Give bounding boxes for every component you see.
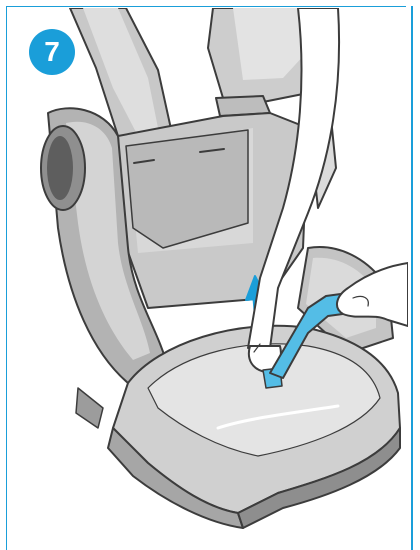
next-panel-edge (411, 6, 413, 550)
step-number-badge: 7 (29, 29, 75, 75)
car-seat-illustration (8, 8, 408, 550)
